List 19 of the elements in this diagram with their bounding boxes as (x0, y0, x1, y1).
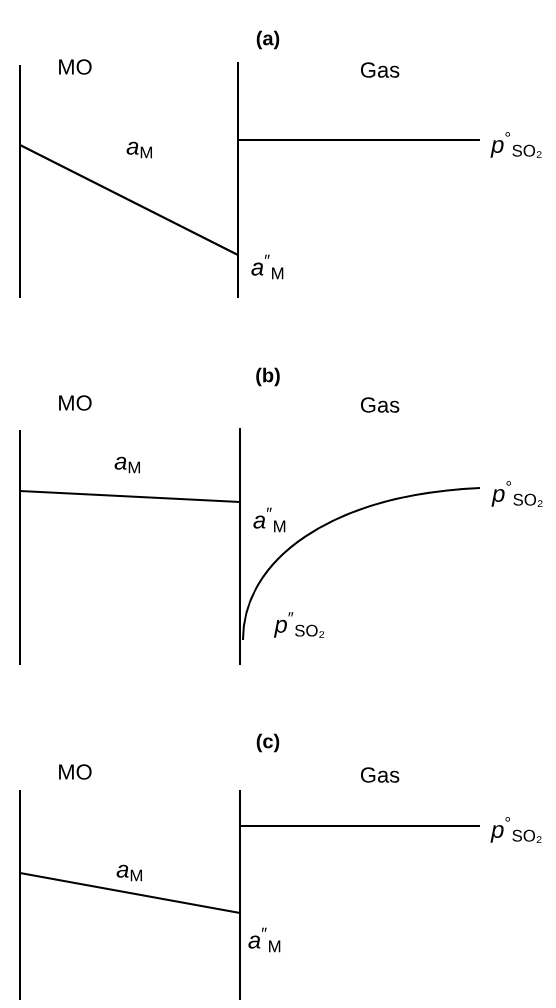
profile-label: a$^{″}$M (253, 507, 286, 533)
region-label: Gas (360, 397, 400, 413)
region-label: MO (59, 59, 92, 75)
panel-label: (b) (256, 367, 280, 387)
panel-label: (c) (256, 733, 280, 753)
profile-label: a$^{″}$M (251, 254, 284, 280)
profile-label: a$_{M}$ (114, 456, 141, 474)
region-label: Gas (360, 62, 400, 78)
profile-label: p$^{°}$SO₂ (490, 132, 542, 158)
profile-label: a$^{″}$M (248, 927, 281, 953)
profile-label: a$_{M}$ (116, 864, 143, 882)
region-label: Gas (360, 767, 400, 783)
profile-label: p$^{°}$SO₂ (490, 817, 542, 843)
panel-label: (a) (256, 30, 280, 50)
profile-label: a$_{M}$ (126, 141, 153, 159)
profile-label: p$^{°}$SO₂ (491, 481, 543, 507)
region-label: MO (59, 395, 92, 411)
profile-label: p$^{″}$SO₂ (273, 612, 325, 638)
region-label: MO (59, 764, 92, 780)
